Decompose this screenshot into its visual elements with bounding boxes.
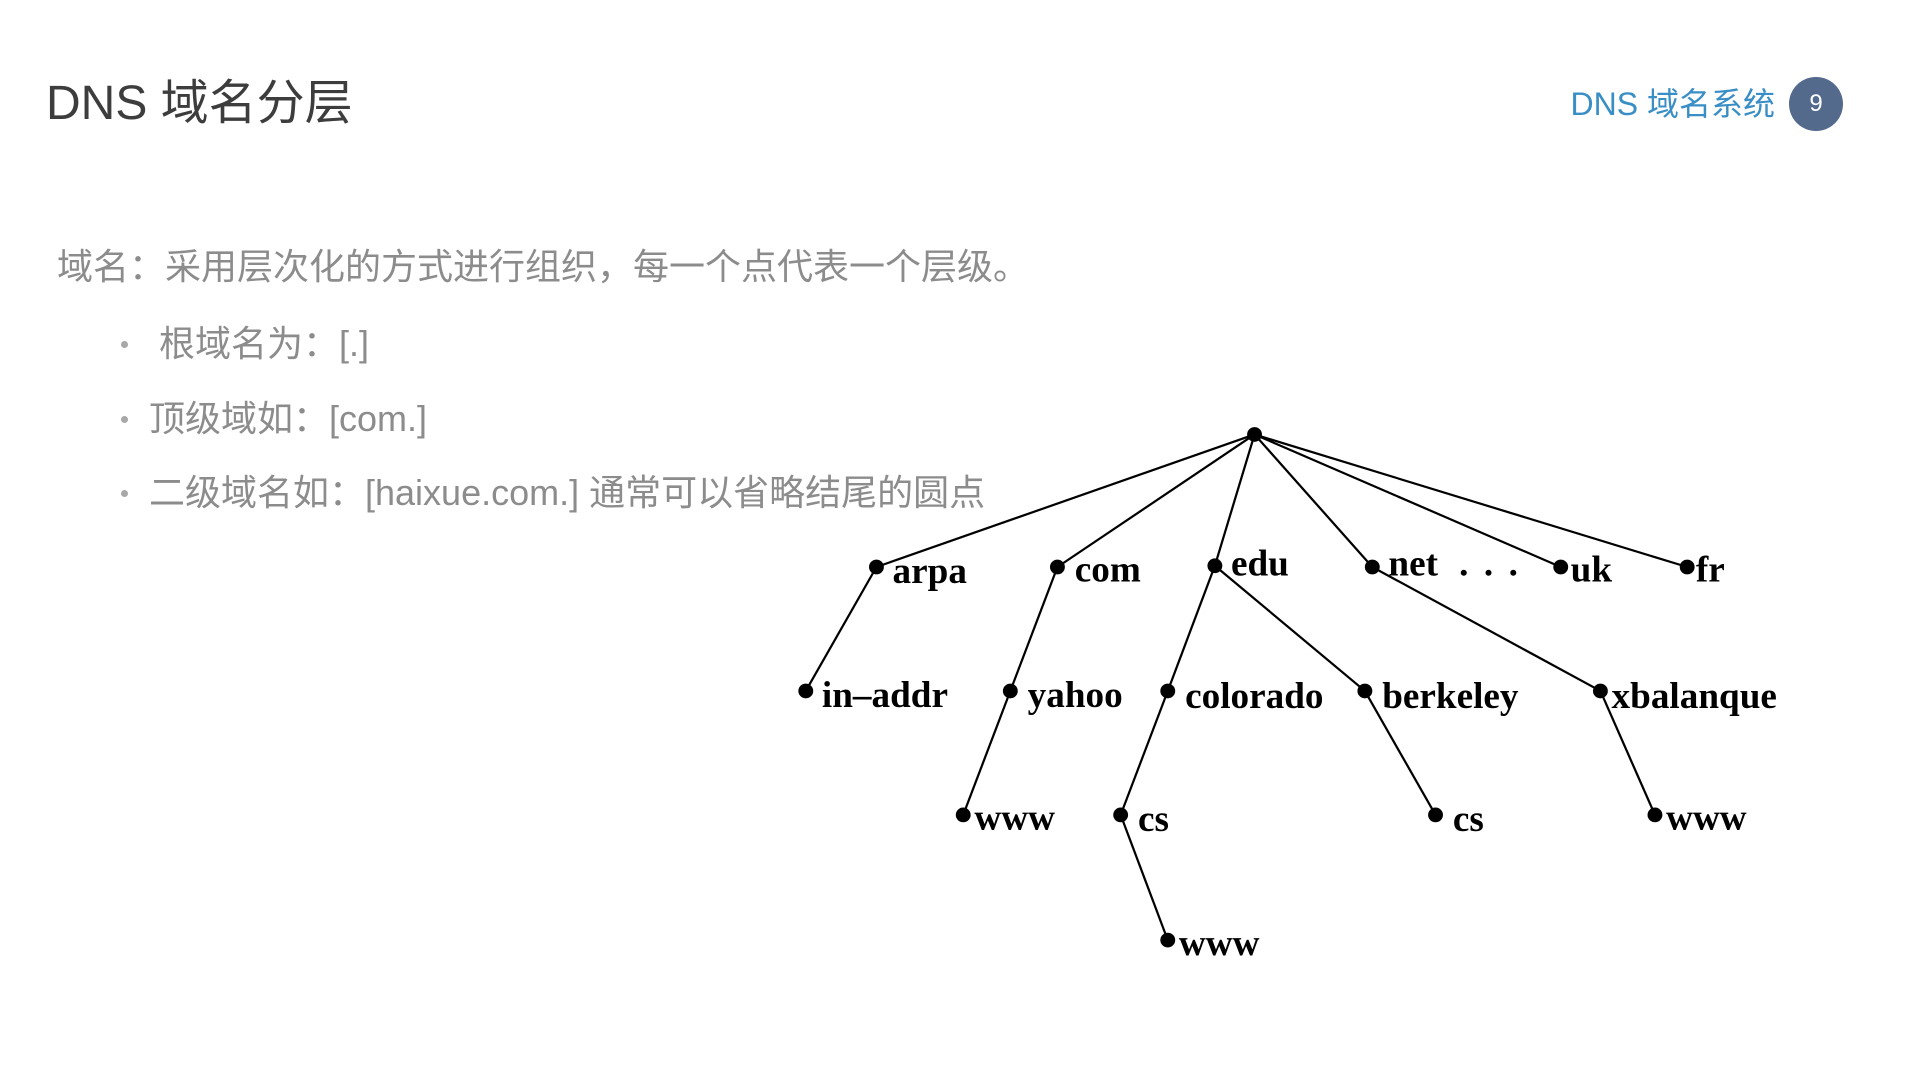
- tree-label-uk: uk: [1571, 550, 1613, 591]
- tree-node-www: [1647, 807, 1663, 823]
- tree-label-edu: edu: [1231, 544, 1289, 585]
- tree-node-arpa: [869, 559, 884, 575]
- tree-label-berkeley: berkeley: [1382, 676, 1519, 717]
- tree-label-cs: cs: [1138, 799, 1169, 840]
- tree-node-edu: [1207, 558, 1223, 574]
- tree-node-www: [955, 807, 971, 823]
- tree-edge-in-addr: [804, 566, 878, 692]
- tree-node-xbalanque: [1592, 683, 1608, 699]
- tree-node-com: [1049, 559, 1065, 575]
- page-number-badge: 9: [1789, 77, 1843, 131]
- tree-node-uk: [1553, 559, 1569, 575]
- bullet-item: 顶级域如：[com.]: [0, 397, 1100, 441]
- tree-ellipsis: . . .: [1459, 544, 1521, 585]
- tree-edge-edu: [1213, 434, 1256, 567]
- tree-edge-www: [1599, 690, 1656, 816]
- tree-node-yahoo: [1002, 683, 1018, 699]
- tree-edge-cs: [1119, 690, 1169, 816]
- bullet-text: 二级域名如：[haixue.com.] 通常可以省略结尾的圆点: [149, 472, 986, 513]
- bullet-marker: [121, 416, 128, 423]
- tree-node-cs: [1113, 807, 1129, 823]
- bullet-text: 顶级域如：[com.]: [149, 398, 428, 439]
- tree-edge-com: [1056, 433, 1256, 568]
- tree-node-in-addr: [798, 683, 814, 699]
- tree-edge-berkeley: [1214, 564, 1366, 692]
- tree-root-node: [1247, 427, 1262, 442]
- bullet-marker: [121, 490, 128, 497]
- tree-edge-uk: [1254, 433, 1562, 569]
- tree-edge-colorado: [1166, 565, 1216, 692]
- tree-label-www: www: [1179, 923, 1260, 964]
- tree-edge-www: [962, 690, 1012, 816]
- tree-edge-yahoo: [1009, 566, 1059, 692]
- tree-label-www: www: [1666, 798, 1747, 839]
- bullet-text: 根域名为：[.]: [159, 323, 370, 364]
- tree-node-cs: [1428, 807, 1443, 823]
- tree-label-www: www: [974, 798, 1055, 839]
- tree-node-fr: [1679, 559, 1695, 575]
- intro-text: 域名：采用层次化的方式进行组织，每一个点代表一个层级。: [57, 246, 1030, 287]
- tree-node-www: [1160, 932, 1176, 948]
- tree-node-berkeley: [1357, 683, 1373, 699]
- tree-label-arpa: arpa: [893, 551, 967, 592]
- tree-label-yahoo: yahoo: [1028, 675, 1123, 716]
- tree-edge-net: [1253, 433, 1374, 568]
- tree-label-com: com: [1075, 550, 1141, 591]
- bullet-item: 二级域名如：[haixue.com.] 通常可以省略结尾的圆点: [0, 471, 1100, 515]
- tree-edge-fr: [1254, 433, 1688, 569]
- tree-label-cs: cs: [1453, 799, 1484, 840]
- tree-edge-xbalanque: [1371, 566, 1601, 692]
- tree-edge-arpa: [876, 433, 1255, 569]
- tree-labels: arpa in–addr com yahoo www edu colorado cs www be…: [822, 544, 1777, 964]
- tree-edge-www: [1119, 814, 1169, 941]
- tree-label-fr: fr: [1696, 550, 1725, 591]
- tree-label-in-addr: in–addr: [822, 675, 948, 716]
- tree-nodes: [798, 427, 1695, 948]
- section-name: DNS 域名系统: [1570, 86, 1775, 122]
- tree-label-net: net: [1388, 544, 1438, 585]
- tree-label-colorado: colorado: [1185, 676, 1323, 717]
- tree-label-xbalanque: xbalanque: [1612, 676, 1777, 717]
- tree-edges: [804, 433, 1688, 941]
- tree-node-net: [1364, 559, 1380, 575]
- bullet-marker: [121, 341, 128, 348]
- page-title: DNS 域名分层: [46, 77, 353, 130]
- tree-edge-cs: [1363, 690, 1437, 816]
- bullet-item: 根域名为：[.]: [0, 322, 1100, 366]
- tree-node-colorado: [1160, 683, 1176, 699]
